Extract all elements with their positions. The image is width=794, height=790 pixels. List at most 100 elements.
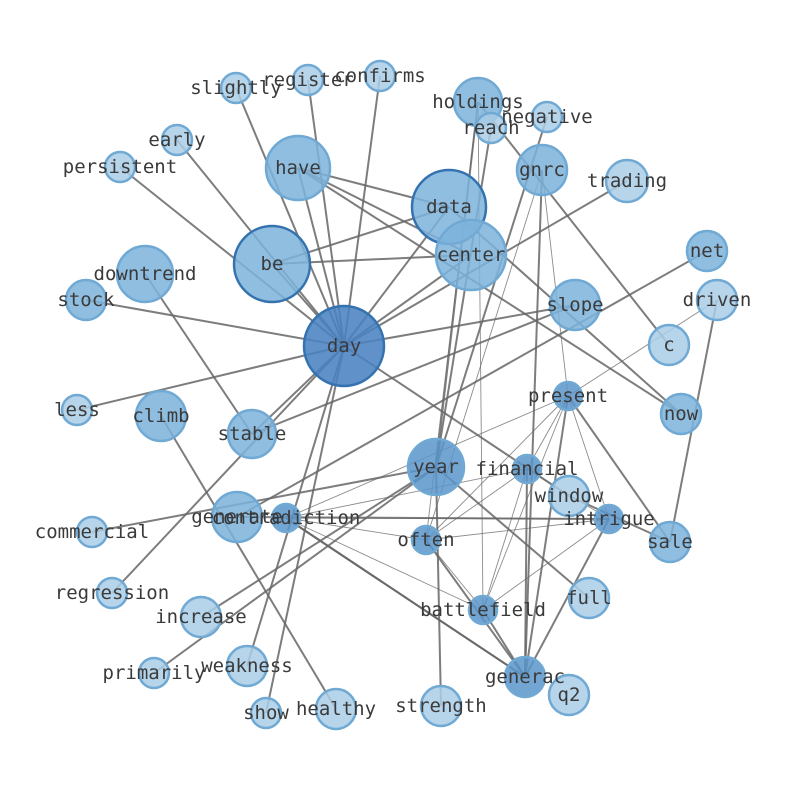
node-net bbox=[685, 229, 729, 273]
node-reach bbox=[474, 111, 508, 145]
node-center bbox=[434, 218, 508, 292]
node-label-slope: slope bbox=[546, 294, 603, 316]
node-have bbox=[264, 134, 332, 202]
node-label-negative: negative bbox=[501, 106, 593, 128]
node-label-now: now bbox=[664, 403, 699, 425]
node-driven bbox=[695, 278, 739, 322]
edge-financial-contradiction bbox=[285, 468, 528, 519]
node-label-have: have bbox=[275, 157, 321, 179]
edge-contradiction-battlefield bbox=[285, 517, 484, 611]
edge-present-gnrc bbox=[541, 169, 569, 397]
node-window bbox=[547, 474, 591, 518]
node-now bbox=[659, 392, 703, 436]
edge-present-sale bbox=[567, 395, 671, 543]
node-stable bbox=[226, 408, 278, 460]
edge-year-primarily bbox=[153, 466, 437, 674]
node-less bbox=[60, 393, 94, 427]
node-show bbox=[249, 696, 283, 730]
edge-day-weakness bbox=[246, 345, 345, 667]
node-label-year: year bbox=[413, 456, 459, 478]
node-label-climb: climb bbox=[132, 405, 189, 427]
edge-financial-often bbox=[425, 468, 528, 541]
node-label-gnrc: gnrc bbox=[519, 159, 565, 181]
node-label-persistent: persistent bbox=[63, 156, 177, 178]
node-year bbox=[406, 437, 466, 497]
node-label-data: data bbox=[426, 196, 472, 218]
node-label-be: be bbox=[261, 253, 284, 275]
node-label-increase: increase bbox=[155, 606, 247, 628]
node-financial bbox=[511, 453, 543, 485]
node-intrigue bbox=[593, 503, 625, 535]
node-gnrc bbox=[515, 143, 569, 197]
node-label-battlefield: battlefield bbox=[420, 599, 546, 621]
node-climb bbox=[134, 389, 188, 443]
node-stock bbox=[64, 278, 108, 322]
edge-day-regression bbox=[111, 345, 345, 594]
node-label-present: present bbox=[528, 385, 608, 407]
node-sale bbox=[648, 520, 692, 564]
node-label-stock: stock bbox=[57, 289, 115, 311]
edge-contradiction-generac bbox=[285, 517, 526, 678]
node-label-q2: q2 bbox=[558, 684, 581, 706]
edge-day-confirms bbox=[343, 75, 381, 347]
node-day bbox=[302, 304, 386, 388]
edge-day-register bbox=[307, 79, 345, 347]
node-label-intrigue: intrigue bbox=[563, 508, 655, 530]
node-label-generac: generac bbox=[485, 666, 565, 688]
edge-day-stock bbox=[85, 299, 345, 347]
node-label-driven: driven bbox=[683, 289, 752, 311]
edge-present-driven bbox=[567, 299, 718, 397]
edge-contradiction-intrigue bbox=[285, 517, 610, 520]
node-increase bbox=[179, 595, 223, 639]
edge-contradiction-often bbox=[285, 517, 427, 541]
node-downtrend bbox=[115, 244, 175, 304]
node-label-confirms: confirms bbox=[334, 65, 426, 87]
edge-year-full bbox=[435, 466, 590, 599]
node-regression bbox=[95, 576, 129, 610]
node-contradiction bbox=[270, 502, 302, 534]
node-label-center: center bbox=[437, 244, 506, 266]
node-label-regression: regression bbox=[55, 582, 169, 604]
node-healthy bbox=[314, 687, 358, 731]
node-generate bbox=[210, 490, 264, 544]
node-slope bbox=[548, 278, 602, 332]
node-label-stable: stable bbox=[218, 423, 287, 445]
node-strength bbox=[419, 684, 463, 728]
node-label-slightly: slightly bbox=[190, 77, 282, 99]
edge-day-slightly bbox=[235, 87, 345, 347]
edge-c-holdings bbox=[477, 101, 670, 346]
node-label-trading: trading bbox=[587, 170, 667, 192]
node-slightly bbox=[219, 71, 253, 105]
node-label-commercial: commercial bbox=[35, 521, 149, 543]
edge-slope-stable bbox=[251, 304, 576, 435]
node-battlefield bbox=[467, 594, 499, 626]
edge-year-reach bbox=[435, 127, 492, 468]
edge-present-battlefield bbox=[482, 395, 569, 611]
edge-year-increase bbox=[200, 466, 437, 618]
node-often bbox=[410, 524, 442, 556]
node-label-often: often bbox=[397, 529, 454, 551]
edge-financial-battlefield bbox=[482, 468, 528, 611]
node-label-c: c bbox=[663, 334, 674, 356]
node-early bbox=[160, 123, 194, 157]
node-negative bbox=[530, 100, 564, 134]
node-label-generate: generate bbox=[191, 506, 283, 528]
node-label-strength: strength bbox=[395, 695, 487, 717]
edge-have-now bbox=[297, 167, 682, 415]
edge-day-persistent bbox=[119, 166, 345, 347]
node-label-financial: financial bbox=[476, 458, 579, 480]
edge-day-less bbox=[76, 345, 345, 411]
edge-intrigue-generac bbox=[524, 518, 610, 678]
node-persistent bbox=[103, 150, 137, 184]
node-label-register: register bbox=[262, 69, 354, 91]
edge-gnrc-generac bbox=[524, 169, 543, 678]
node-label-healthy: healthy bbox=[296, 698, 376, 720]
node-full bbox=[567, 576, 611, 620]
edge-present-intrigue bbox=[567, 395, 610, 520]
edge-year-strength bbox=[435, 466, 442, 707]
node-confirms bbox=[363, 59, 397, 93]
node-label-reach: reach bbox=[462, 117, 519, 139]
edge-present-often bbox=[425, 395, 569, 541]
node-q2 bbox=[547, 673, 591, 717]
